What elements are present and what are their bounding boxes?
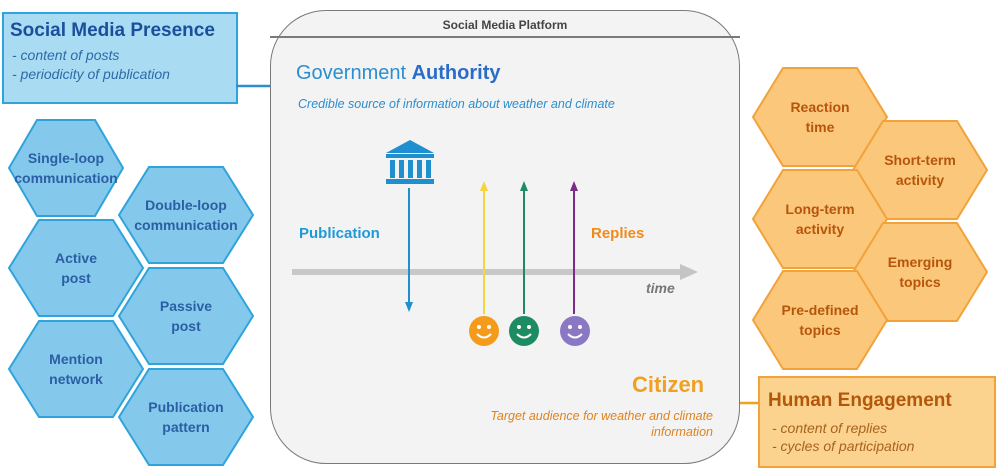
citizen-description: Target audience for weather and climate … [490, 409, 713, 439]
citizen-title: Citizen [632, 372, 705, 397]
hexagon-label: Single-loop communication [14, 149, 118, 186]
social-media-presence-box [2, 12, 238, 104]
hexagon-long-term-activity: Long-term activity [751, 169, 889, 269]
gov-title-bold: Authority [411, 62, 501, 84]
hexagon-label: Short-term activity [884, 151, 956, 188]
smiley-orange-icon [469, 316, 499, 346]
engagement-item: - content of replies [772, 420, 888, 436]
presence-item: - content of posts [12, 47, 120, 63]
hexagon-active-post: Active post [7, 219, 145, 317]
hexagon-mention-network: Mention network [7, 320, 145, 418]
smiley-green-icon [509, 316, 539, 346]
hexagon-double-loop-communication: Double-loop communication [117, 166, 255, 264]
platform-title: Social Media Platform [442, 18, 568, 32]
government-authority-title: Government Authority [296, 62, 501, 85]
presence-item: - periodicity of publication [12, 66, 170, 82]
gov-title-prefix: Government [296, 62, 412, 84]
hexagon-label: Publication pattern [148, 398, 224, 435]
social-media-presence-title: Social Media Presence [10, 20, 215, 41]
hexagon-publication-pattern: Publication pattern [117, 368, 255, 466]
engagement-item: - cycles of participation [772, 438, 915, 454]
hexagon-single-loop-communication: Single-loop communication [7, 119, 125, 217]
hexagon-label: Active post [54, 249, 98, 286]
hexagon-label: Passive post [159, 297, 213, 334]
building-icon [386, 140, 434, 184]
hexagon-label: Mention network [49, 350, 103, 387]
hexagon-label: Emerging topics [887, 253, 953, 290]
social-media-platform [270, 10, 740, 464]
timeline-arrowhead [680, 264, 698, 280]
hexagon-label: Double-loop communication [134, 196, 238, 233]
hexagon-label: Pre-defined topics [781, 301, 859, 338]
smiley-purple-icon [560, 316, 590, 346]
publication-label: Publication [299, 225, 380, 242]
government-authority-description: Credible source of information about wea… [298, 97, 615, 111]
time-label: time [646, 280, 675, 296]
human-engagement-box [758, 376, 996, 468]
hexagon-label: Reaction time [790, 98, 850, 135]
replies-label: Replies [591, 225, 645, 242]
hexagon-pre-defined-topics: Pre-defined topics [751, 270, 889, 370]
hexagon-label: Long-term activity [785, 200, 855, 237]
human-engagement-title: Human Engagement [768, 390, 952, 411]
platform-title-divider [270, 36, 740, 38]
hexagon-passive-post: Passive post [117, 267, 255, 365]
